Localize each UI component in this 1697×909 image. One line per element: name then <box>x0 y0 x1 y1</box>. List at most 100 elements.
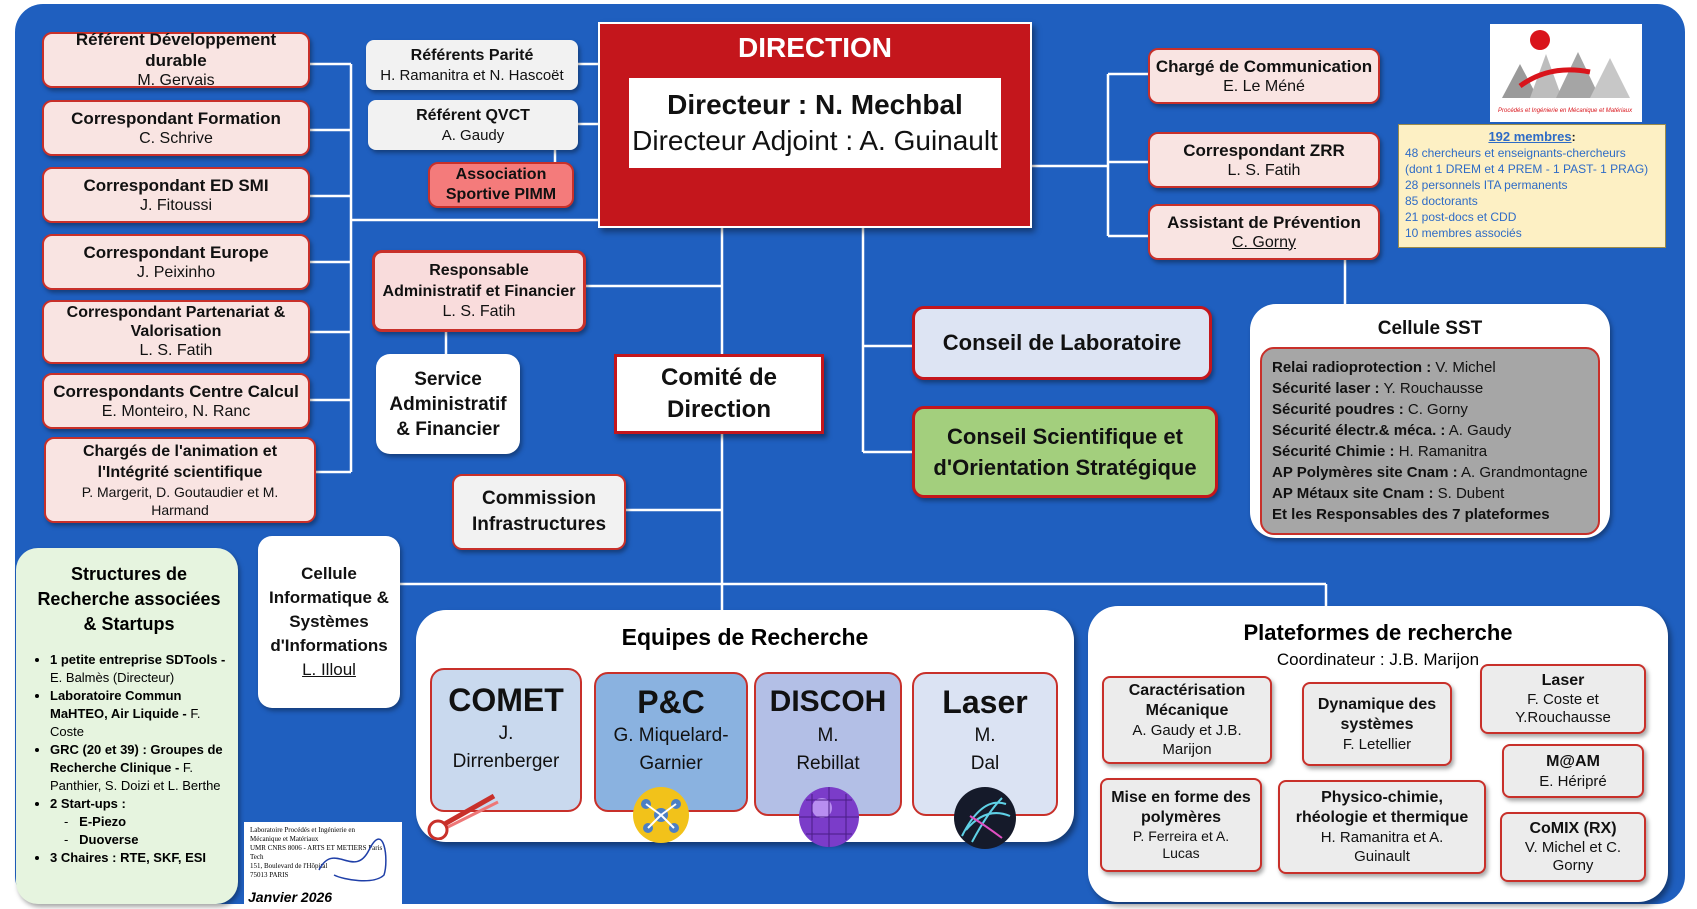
cellule-info-title: Cellule Informatique & Systèmes d'Inform… <box>269 564 389 655</box>
sst-list: Relai radioprotection : V. Michel Sécuri… <box>1260 347 1600 535</box>
team-lead: Rebillat <box>796 753 860 774</box>
stamp-line: UMR CNRS 8006 - ARTS ET METIERS Paris Te… <box>250 844 383 861</box>
role-name: J. Peixinho <box>136 263 216 281</box>
discoball-icon <box>799 787 859 847</box>
role-title: Correspondant Partenariat & Valorisation <box>66 304 286 340</box>
signature-icon <box>318 838 387 882</box>
role-name: C. Gorny <box>1231 233 1296 251</box>
conseil-labo-title: Conseil de Laboratoire <box>942 330 1182 355</box>
team-comet: COMET J. Dirrenberger <box>430 668 582 812</box>
equipes-panel: Equipes de Recherche COMET J. Dirrenberg… <box>416 610 1074 849</box>
stamp-line: Mécanique et Matériaux <box>250 835 319 843</box>
service-administratif: Service Administratif & Financier <box>376 354 520 454</box>
role-title: Correspondants Centre Calcul <box>53 381 299 401</box>
commission-infrastructures: Commission Infrastructures <box>452 474 626 550</box>
structures-box: Structures de Recherche associées & Star… <box>16 548 238 904</box>
members-line: 10 membres associés <box>1405 226 1522 240</box>
team-name: P&C <box>637 684 705 720</box>
role-title: Correspondant Formation <box>71 108 281 128</box>
sst-value: S. Dubent <box>1433 485 1505 502</box>
platform-physico-chimie: Physico-chimie, rhéologie et thermique H… <box>1278 780 1486 874</box>
members-heading-row: 192 membres: <box>1488 129 1576 144</box>
platform-name: H. Ramanitra et A. Guinault <box>1320 829 1444 865</box>
platform-name: F. Coste et Y.Rouchausse <box>1515 691 1611 726</box>
sst-value: H. Ramanitra <box>1394 443 1488 460</box>
members-line: 21 post-docs et CDD <box>1405 210 1517 224</box>
cellule-sst: Cellule SST Relai radioprotection : V. M… <box>1250 304 1610 538</box>
role-title: Correspondant ZRR <box>1183 140 1345 160</box>
platform-title: Caractérisation Mécanique <box>1128 682 1246 719</box>
comite-title: Comité de Direction <box>660 364 777 423</box>
stamp-line: Laboratoire Procédés et Ingénierie en <box>250 826 355 834</box>
role-name: E. Le Méné <box>1223 77 1305 95</box>
platform-name: A. Gaudy et J.B. Marijon <box>1132 722 1242 758</box>
structures-item: 1 petite entreprise SDTools - E. Balmès … <box>50 651 228 687</box>
members-line: (dont 1 DREM et 4 PREM - 1 PAST- 1 PRAG) <box>1405 162 1649 176</box>
role-name: L. S. Fatih <box>1227 161 1301 179</box>
team-lead: Dal <box>970 753 1000 774</box>
role-title: Correspondant Europe <box>83 242 269 262</box>
startup-item: - E-Piezo <box>64 814 127 829</box>
plateformes-coordinator: Coordinateur : J.B. Marijon <box>1276 650 1480 669</box>
pimm-logo: Procédés et Ingénierie en Mécanique et M… <box>1490 24 1642 122</box>
sst-label: Sécurité laser : <box>1272 380 1380 397</box>
sst-value: C. Gorny <box>1403 401 1468 418</box>
team-lead: Dirrenberger <box>452 751 560 772</box>
structures-item: 3 Chaires : RTE, SKF, ESI <box>50 849 228 867</box>
plateformes-panel: Plateformes de recherche Coordinateur : … <box>1088 606 1668 902</box>
association-sportive: Association Sportive PIMM <box>428 162 574 208</box>
structures-item: GRC (20 et 39) : Groupes de Recherche Cl… <box>50 741 228 795</box>
sst-value: Y. Rouchausse <box>1379 380 1484 397</box>
role-zrr: Correspondant ZRR L. S. Fatih <box>1148 132 1380 188</box>
sst-item: Sécurité électr.& méca. : A. Gaudy <box>1272 420 1588 441</box>
members-line: 85 doctorants <box>1405 194 1478 208</box>
conseil-sci-title: Conseil Scientifique et d'Orientation St… <box>933 424 1197 480</box>
referent-qvct: Référent QVCT A. Gaudy <box>368 100 578 150</box>
structures-list: 1 petite entreprise SDTools - E. Balmès … <box>30 651 228 867</box>
platform-name: E. Héripré <box>1539 772 1607 790</box>
platform-title: Dynamique des systèmes <box>1317 695 1437 733</box>
role-name: E. Monteiro, N. Ranc <box>101 402 251 420</box>
directeur-adjoint-name: Directeur Adjoint : A. Guinault <box>632 125 998 156</box>
role-name: P. Margerit, D. Goutaudier et M. Harmand <box>81 484 279 518</box>
role-title: Référent Développement durable <box>75 30 277 70</box>
direction-box: DIRECTION Directeur : N. Mechbal Directe… <box>598 22 1032 228</box>
structures-item: 2 Start-ups : - E-Piezo - Duoverse <box>50 795 228 849</box>
sst-item: Relai radioprotection : V. Michel <box>1272 357 1588 378</box>
platform-maam: M@AM E. Héripré <box>1502 744 1644 798</box>
direction-names: Directeur : N. Mechbal Directeur Adjoint… <box>629 78 1001 168</box>
commission-title: Commission Infrastructures <box>471 488 607 535</box>
platform-title: Physico-chimie, rhéologie et thermique <box>1295 789 1469 826</box>
platform-caracterisation: Caractérisation Mécanique A. Gaudy et J.… <box>1102 676 1272 764</box>
team-lead: Garnier <box>639 753 703 774</box>
role-name: J. Fitoussi <box>139 196 212 214</box>
platform-title: CoMIX (RX) <box>1529 820 1617 837</box>
parite-title: Référents Parité <box>410 46 534 64</box>
structures-item: Laboratoire Commun MaHTEO, Air Liquide -… <box>50 687 228 741</box>
comet-icon <box>427 793 499 840</box>
platform-comix: CoMIX (RX) V. Michel et C. Gorny <box>1500 812 1646 882</box>
raf-name: L. S. Fatih <box>442 303 516 320</box>
sst-item: Sécurité laser : Y. Rouchausse <box>1272 378 1588 399</box>
platform-name: V. Michel et C. Gorny <box>1524 839 1622 874</box>
cellule-informatique: Cellule Informatique & Systèmes d'Inform… <box>258 536 400 708</box>
logo-tagline: Procédés et Ingénierie en Mécanique et M… <box>1498 108 1633 114</box>
team-name: DISCOH <box>769 685 887 718</box>
role-europe: Correspondant Europe J. Peixinho <box>42 234 310 290</box>
sst-item: Sécurité Chimie : H. Ramanitra <box>1272 441 1588 462</box>
association-title: Association Sportive PIMM <box>445 166 557 203</box>
pimm-logo-graphic <box>1502 30 1630 98</box>
team-lead: G. Miquelard- <box>613 725 729 746</box>
service-admin-title: Service Administratif & Financier <box>389 368 507 440</box>
platform-dynamique: Dynamique des systèmes F. Letellier <box>1302 682 1452 766</box>
structures-title: Structures de Recherche associées & Star… <box>37 564 221 634</box>
referents-parite: Référents Parité H. Ramanitra et N. Hasc… <box>366 40 578 90</box>
platform-name: P. Ferreira et A. Lucas <box>1132 828 1230 861</box>
platform-laser: Laser F. Coste et Y.Rouchausse <box>1480 664 1646 734</box>
sst-value: A. Gaudy <box>1445 422 1512 439</box>
sst-label: AP Métaux site Cnam : <box>1272 485 1434 502</box>
qvct-name: A. Gaudy <box>441 126 505 144</box>
sst-value: A. Grandmontagne <box>1457 464 1588 481</box>
role-assistant-prevention: Assistant de Prévention C. Gorny <box>1148 204 1380 260</box>
